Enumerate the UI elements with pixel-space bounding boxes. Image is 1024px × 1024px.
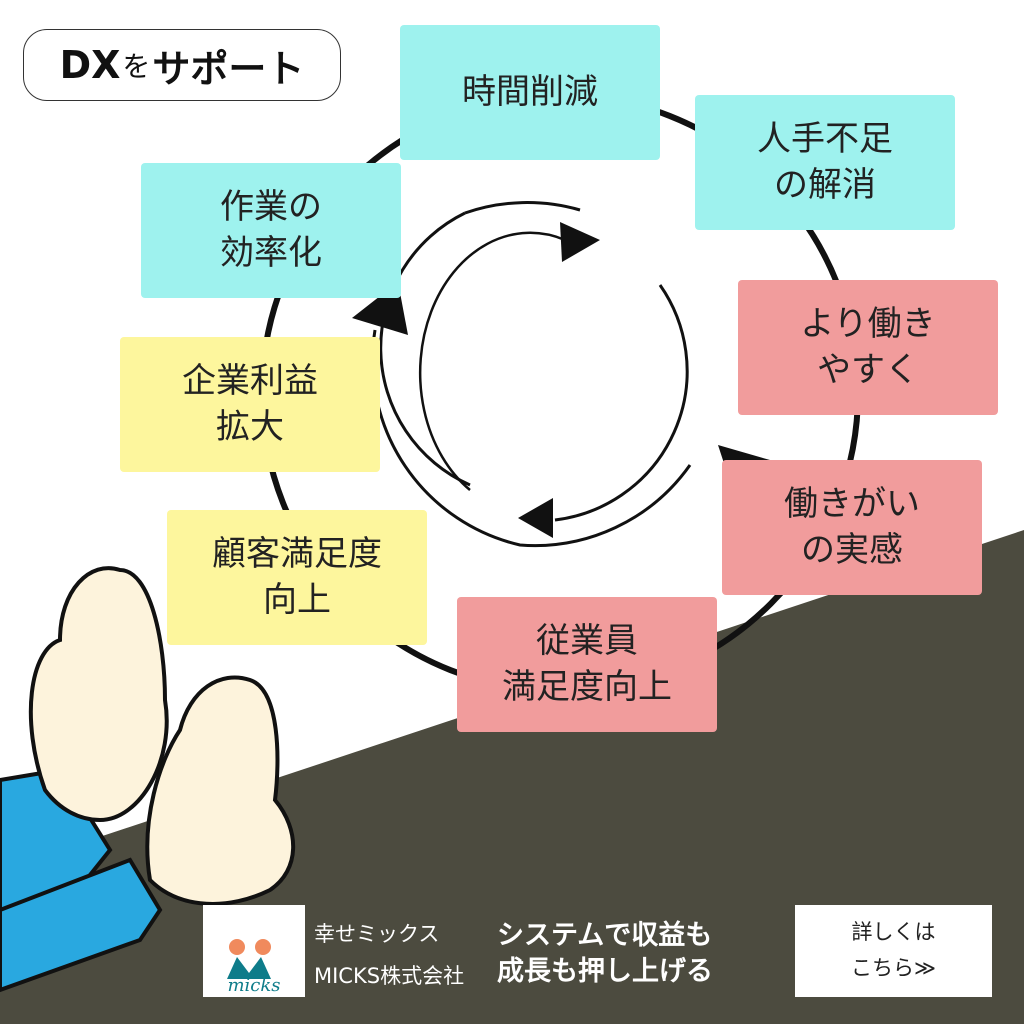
cta-line-1: 詳しくは bbox=[851, 920, 936, 945]
cycle-item-time-reduction: 時間削減 bbox=[400, 25, 660, 160]
logo-text: micks bbox=[227, 975, 280, 996]
arrow-right-icon bbox=[560, 222, 600, 262]
inner-arc-right bbox=[554, 284, 689, 522]
tag-kana: サポート bbox=[152, 46, 305, 91]
catch-line-1: システムで収益も bbox=[497, 920, 713, 951]
cycle-item-labor-shortage: 人手不足 の解消 bbox=[695, 95, 955, 230]
cycle-item-profit-growth: 企業利益 拡大 bbox=[120, 337, 380, 472]
inner-arc-outer-2 bbox=[464, 201, 581, 215]
cycle-item-job-satisfaction: 働きがい の実感 bbox=[722, 460, 982, 595]
inner-arc-outer bbox=[379, 211, 471, 487]
cycle-item-customer-satisfaction: 顧客満足度 向上 bbox=[167, 510, 427, 645]
company-name-jp: 幸せミックス bbox=[314, 922, 440, 946]
arrow-left-icon bbox=[518, 498, 553, 538]
dark-diagonal-band bbox=[0, 530, 1024, 1024]
hands-illustration bbox=[0, 566, 296, 993]
cycle-item-easier-work: より働き やすく bbox=[738, 280, 998, 415]
cta-line-2: こちら≫ bbox=[851, 956, 936, 980]
company-name-en: MICKS株式会社 bbox=[314, 964, 465, 988]
catch-line-2: 成長も押し上げる bbox=[497, 956, 713, 988]
details-button[interactable]: 詳しくはこちら≫ bbox=[795, 905, 992, 997]
tag-particle: を bbox=[122, 50, 151, 83]
cycle-item-efficiency: 作業の 効率化 bbox=[141, 163, 401, 298]
micks-logo: micks bbox=[203, 905, 305, 997]
tag-latin: DX bbox=[59, 43, 121, 87]
inner-arc-inner bbox=[418, 231, 566, 491]
cycle-item-employee-satisfaction: 従業員 満足度向上 bbox=[457, 597, 717, 732]
catchphrase: システムで収益も成長も押し上げる bbox=[497, 918, 713, 991]
